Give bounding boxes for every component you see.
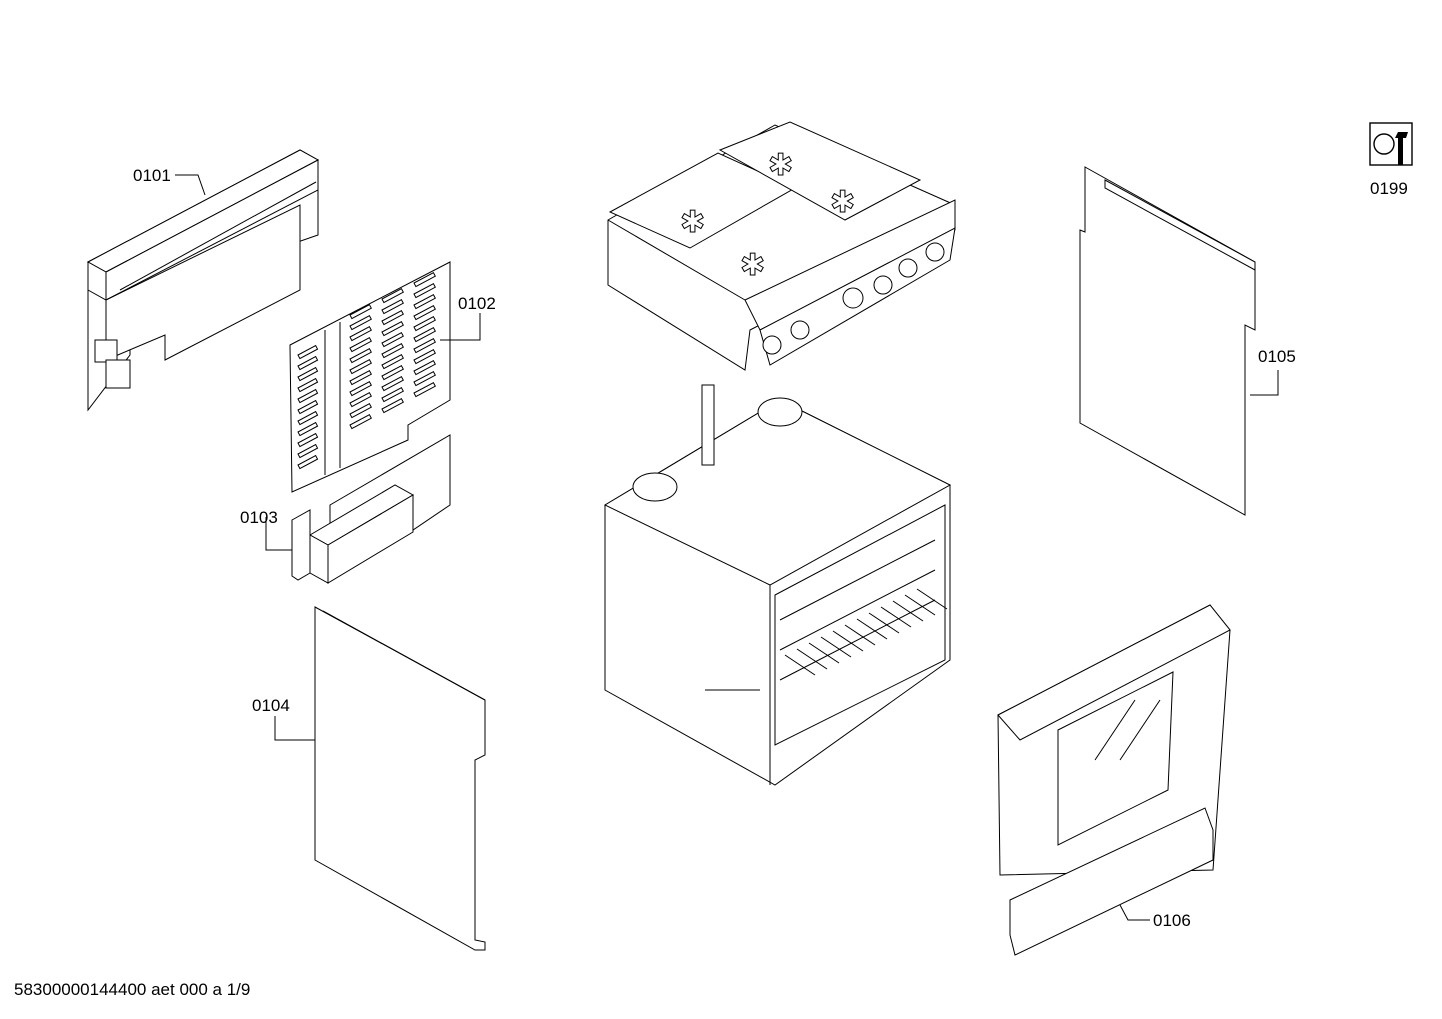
svg-text:✱: ✱ bbox=[830, 185, 855, 220]
louver-slot bbox=[381, 386, 404, 403]
louver-slot bbox=[349, 380, 372, 397]
label-0103: 0103 bbox=[240, 508, 278, 527]
louver-slot bbox=[381, 353, 404, 370]
rack-wire bbox=[784, 654, 816, 676]
louver-slot bbox=[349, 347, 372, 364]
part-0102-louvered-panel bbox=[289, 261, 451, 493]
svg-text:✱: ✱ bbox=[740, 248, 765, 283]
rack-wire bbox=[808, 642, 840, 664]
louver-slot bbox=[413, 304, 436, 321]
louver-slot bbox=[297, 344, 319, 360]
rack-wire bbox=[880, 606, 912, 628]
louver-slot bbox=[413, 326, 436, 343]
louver-slot bbox=[349, 391, 372, 408]
svg-text:✱: ✱ bbox=[768, 148, 793, 183]
louver-slot bbox=[349, 413, 372, 430]
document-footer-id: 58300000144400 aet 000 a 1/9 bbox=[14, 980, 251, 999]
rack-wire bbox=[868, 612, 900, 634]
label-0199: 0199 bbox=[1370, 179, 1408, 198]
louver-slot bbox=[297, 355, 319, 371]
label-0104: 0104 bbox=[252, 696, 290, 715]
louver-slot bbox=[297, 421, 319, 437]
louver-slot bbox=[297, 432, 319, 448]
louver-slot bbox=[413, 315, 436, 332]
louver-slot bbox=[381, 375, 404, 392]
louver-slot bbox=[297, 410, 319, 426]
louver-slot bbox=[349, 325, 372, 342]
rack-rail bbox=[779, 569, 936, 651]
louver-slot bbox=[413, 337, 436, 354]
louver-slot bbox=[413, 381, 436, 398]
rack-wire bbox=[892, 600, 924, 622]
part-0101-backguard bbox=[86, 149, 320, 412]
louver-slot bbox=[413, 348, 436, 365]
part-0105-side-panel-right bbox=[1079, 166, 1256, 516]
louver-slot bbox=[349, 336, 372, 353]
louver-slot bbox=[349, 314, 372, 331]
part-0104-side-panel-left bbox=[314, 606, 486, 951]
louver-slot bbox=[297, 454, 319, 470]
leader-lines bbox=[175, 174, 1279, 921]
louver-slot bbox=[381, 298, 404, 315]
part-0103-bracket-box bbox=[291, 434, 451, 584]
louver-slot bbox=[297, 377, 319, 393]
louver-slot bbox=[413, 282, 436, 299]
louver-slot bbox=[381, 331, 404, 348]
rack-wire bbox=[832, 630, 864, 652]
part-0106-oven-door bbox=[997, 604, 1231, 956]
louver-slot bbox=[297, 366, 319, 382]
louver-slot bbox=[381, 309, 404, 326]
louver-slot bbox=[413, 359, 436, 376]
louver-slot bbox=[349, 369, 372, 386]
louver-slot bbox=[413, 271, 436, 288]
wrench-service-icon bbox=[1369, 122, 1413, 166]
louver-slot bbox=[297, 399, 319, 415]
rack-rail bbox=[779, 539, 936, 621]
oven-racks bbox=[779, 539, 948, 681]
rack-wire bbox=[856, 618, 888, 640]
oven-cavity-assembly bbox=[603, 384, 952, 786]
rack-wire bbox=[904, 594, 936, 616]
louver-slot bbox=[297, 443, 319, 459]
rack-wire bbox=[820, 636, 852, 658]
louver-slot bbox=[349, 402, 372, 419]
louver-slot bbox=[381, 397, 404, 414]
louver-slots bbox=[297, 271, 436, 470]
louver-slot bbox=[381, 287, 404, 304]
label-0106: 0106 bbox=[1153, 911, 1191, 930]
burner-grates: ✱ ✱ ✱ ✱ bbox=[680, 148, 856, 284]
louver-slot bbox=[381, 320, 404, 337]
louver-slot bbox=[413, 293, 436, 310]
louver-slot bbox=[381, 364, 404, 381]
louver-slot bbox=[349, 303, 372, 320]
label-0101: 0101 bbox=[133, 166, 171, 185]
louver-slot bbox=[381, 342, 404, 359]
label-0105: 0105 bbox=[1258, 347, 1296, 366]
louver-slot bbox=[413, 370, 436, 387]
rack-wire bbox=[916, 588, 948, 610]
cooktop-assembly: ✱ ✱ ✱ ✱ bbox=[607, 121, 956, 371]
label-0102: 0102 bbox=[458, 294, 496, 313]
rack-wire bbox=[844, 624, 876, 646]
svg-text:✱: ✱ bbox=[680, 205, 705, 240]
louver-slot bbox=[349, 358, 372, 375]
rack-rail bbox=[779, 599, 936, 681]
rack-wire bbox=[796, 648, 828, 670]
louver-slot bbox=[297, 388, 319, 404]
